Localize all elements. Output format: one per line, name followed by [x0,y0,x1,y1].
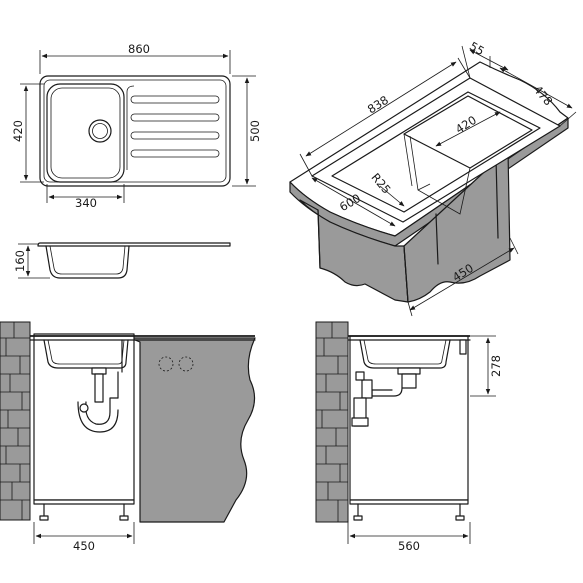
dim-420: 420 [11,120,25,142]
cabinet-side-panel [129,337,256,523]
side-cabinet-frame [349,335,469,501]
drain-icon [88,119,112,143]
dim-160: 160 [13,250,27,272]
dim-340: 340 [75,196,97,210]
side-installation-view: 278 560 [315,321,503,553]
dim-278: 278 [489,355,503,377]
brick-wall [0,321,31,521]
sink-outline [39,75,231,187]
front-installation-view: 450 [0,321,256,553]
drainboard-grooves [130,95,220,158]
dim-838: 838 [365,93,391,117]
side-section-view: 160 [13,242,231,279]
drain-pipe-icon [351,367,421,427]
overflow-hole-icon [158,356,174,372]
dim-55: 55 [467,39,487,58]
overflow-hole-icon [178,356,194,372]
dim-500: 500 [248,120,262,142]
dim-860: 860 [128,42,150,56]
cabinet-frame [33,333,135,501]
brick-wall-side [315,321,349,523]
siphon-icon [77,339,123,433]
sink-profile [37,242,231,247]
dim-450-front: 450 [73,539,95,553]
bowl-outline [46,83,125,183]
isometric-view: 838 55 478 420 R25 600 450 [289,39,577,317]
dim-560: 560 [398,539,420,553]
top-view: 860 500 420 340 [11,42,262,210]
